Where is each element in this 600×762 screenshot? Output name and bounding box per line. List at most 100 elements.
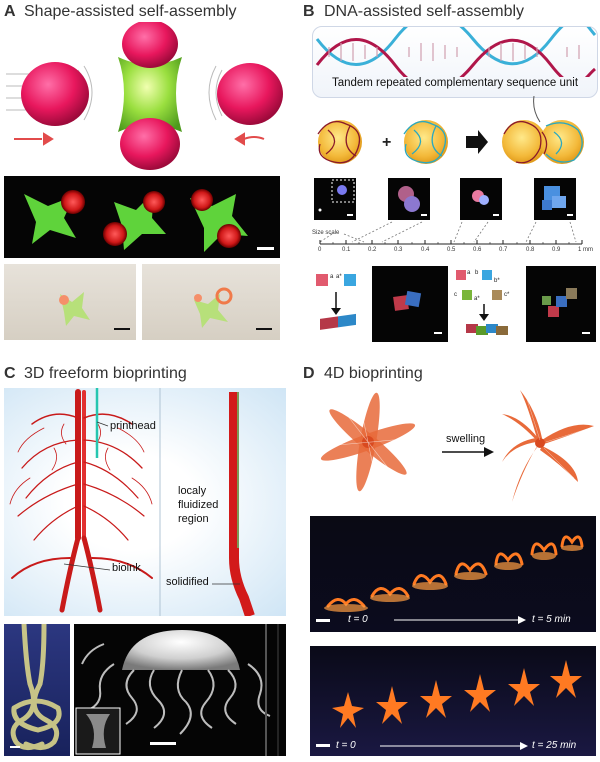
t-end-label: t = 5 min (532, 614, 571, 625)
jellyfish-photo (74, 624, 286, 756)
swelling-arrow-head (484, 447, 494, 457)
tick-label: 0.7 (499, 247, 508, 253)
jellyfish-bell (122, 630, 240, 670)
label-a-star: a* (336, 274, 342, 280)
label-a: a (330, 274, 334, 280)
assembly-micrograph-left (372, 266, 448, 342)
scale-bar (256, 328, 272, 330)
left-sphere (21, 62, 89, 126)
panel-d-letter: D (303, 365, 315, 382)
tick-label: 0.6 (473, 247, 482, 253)
shape-assembly-illustration (6, 22, 283, 170)
dna-particle-scheme: + (317, 120, 584, 164)
label-fluidized-region: localy fluidized region (178, 485, 219, 525)
time-arrow-head (518, 616, 526, 624)
top-sphere (122, 22, 178, 68)
panel-b-title: DNA-assisted self-assembly (324, 3, 525, 20)
4d-flower-scheme: swelling (320, 390, 594, 502)
macro-photo-1 (4, 264, 136, 340)
tick-label: 0.3 (394, 247, 403, 253)
printed-strand (229, 392, 255, 618)
frame-6 (550, 660, 582, 698)
frame-5 (508, 668, 540, 706)
red-bead-3b (217, 224, 241, 248)
hydrogel-star (194, 294, 228, 328)
assembly-scheme-left: a a* (312, 268, 368, 342)
t-start-label: t = 0 (336, 740, 356, 751)
star-frames (332, 660, 582, 728)
t-end-label: t = 25 min (532, 740, 577, 751)
time-series-1: t = 0 t = 5 min (310, 516, 596, 632)
size-scale-label: Size scale (312, 230, 340, 236)
dna-strand-2 (315, 38, 596, 92)
right-arrow-head (43, 132, 54, 146)
particle-blue-dna (403, 120, 448, 164)
panel-c-title: 3D freeform bioprinting (24, 365, 187, 382)
bottom-sphere (120, 118, 180, 170)
label-solidified: solidified (166, 576, 209, 588)
frame-3 (420, 680, 452, 718)
dna-strand-1 (315, 12, 597, 66)
vascular-network (9, 389, 153, 613)
frame-5 (494, 552, 524, 566)
green-star-2 (114, 192, 166, 250)
red-bead-3a (191, 189, 213, 211)
scale-bar (150, 742, 176, 745)
micrograph-3 (460, 178, 502, 220)
swelling-label: swelling (446, 433, 485, 445)
hydrogel-ring (215, 287, 233, 305)
plus-sign: + (382, 134, 391, 151)
tick-label: 0.8 (526, 247, 535, 253)
right-sphere (217, 63, 283, 125)
tick-label: 0.1 (342, 247, 351, 253)
scale-bar (316, 744, 330, 747)
inset-printed-object (86, 714, 110, 748)
tick-label: 0.5 (447, 247, 456, 253)
hydrogel-bead (59, 295, 69, 305)
assembly-micrograph-right (526, 266, 596, 342)
green-concave-particle (118, 57, 182, 132)
tick-label: 0 (318, 247, 322, 253)
red-bead-1 (61, 190, 85, 214)
label-bioink: bioink (112, 562, 141, 574)
motion-lines-right (208, 65, 223, 121)
dna-callout-line (533, 96, 541, 123)
jellyfish-tentacles (81, 643, 271, 735)
flat-flower-hatching (325, 393, 417, 491)
size-scale (319, 221, 583, 245)
knot-photo (4, 621, 70, 756)
panel-b-letter: B (303, 3, 315, 20)
frame-4 (464, 674, 496, 712)
scale-bar (10, 746, 20, 748)
macro-photo-2 (142, 264, 280, 340)
panel-a-letter: A (4, 3, 16, 20)
tick-label: 1 mm (578, 247, 593, 253)
tick-label: 0.4 (421, 247, 430, 253)
scale-ticks (319, 240, 583, 244)
label-c: c (454, 292, 457, 298)
label-c-star: c* (504, 292, 510, 298)
time-arrow-head (520, 742, 528, 750)
red-bead-2b (143, 191, 165, 213)
dna-inset: Tandem repeated complementary sequence u… (312, 12, 598, 98)
hydrogel-bead (194, 294, 202, 302)
assembly-scheme-right: a b b* c a* c* (452, 266, 524, 342)
red-bead-2a (103, 222, 127, 246)
micrograph-2 (388, 178, 430, 220)
label-printhead: printhead (110, 420, 156, 432)
label-a: a (467, 270, 471, 276)
scale-tick-labels: 0 0.1 0.2 0.3 0.4 0.5 0.6 0.7 0.8 0.9 1 … (316, 247, 600, 257)
t-start-label: t = 0 (348, 614, 368, 625)
label-b-star: b* (494, 278, 500, 284)
frame-2 (376, 686, 408, 724)
curled-flower (502, 390, 594, 502)
scale-bar (114, 328, 130, 330)
frame-1 (332, 692, 364, 728)
label-b: b (475, 270, 479, 276)
particle-dimer (502, 120, 584, 164)
tick-label: 0.2 (368, 247, 377, 253)
dna-caption: Tandem repeated complementary sequence u… (331, 77, 579, 89)
time-series-1-frames (316, 535, 584, 624)
scale-bar (316, 619, 330, 622)
left-arrow-head (234, 132, 245, 146)
